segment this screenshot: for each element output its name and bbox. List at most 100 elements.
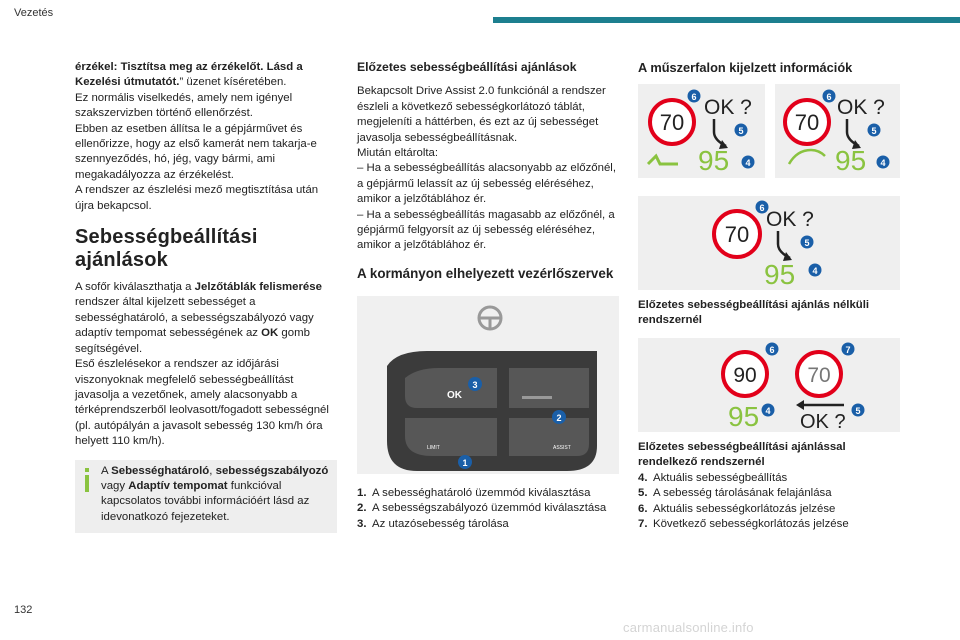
svg-text:2: 2: [556, 413, 561, 423]
bold-term: Adaptív tempomat: [128, 479, 228, 492]
arrow-icon: [712, 119, 727, 148]
limit-button-label: LIMIT: [427, 445, 440, 451]
callout-badge: 6: [765, 342, 779, 356]
list-item: 7.Következő sebességkorlátozás jelzése: [638, 518, 849, 531]
list-item: 1.A sebességhatároló üzemmód kiválasztás…: [357, 486, 591, 499]
current-limit-sign: [721, 350, 769, 398]
text-span: rendszer által kijelzett sebességet a se…: [75, 296, 314, 340]
assist-button-label: ASSIST: [553, 445, 571, 451]
text-span: funkcióval kapcsolatos további informáci…: [101, 479, 310, 523]
svg-text:70: 70: [725, 222, 749, 247]
callout-badge: 5: [851, 403, 865, 417]
svg-text:6: 6: [691, 92, 696, 102]
svg-text:OK ?: OK ?: [837, 96, 885, 119]
paragraph: Ebben az esetben állítsa le a gépjárműve…: [75, 122, 317, 181]
text-span: ,: [209, 464, 216, 477]
paragraph: A sofőr kiválaszthatja a Jelzőtáblák fel…: [75, 280, 337, 357]
ok-prompt: OK ?: [704, 96, 752, 119]
callout-badge: 4: [876, 155, 890, 169]
svg-text:5: 5: [871, 126, 876, 136]
subsection-heading: A kormányon elhelyezett vezérlőszervek: [357, 265, 614, 281]
paragraph: Miután eltárolta:: [357, 147, 439, 160]
section-title: Vezetés: [14, 7, 54, 19]
steering-controls-illustration: OK LIMIT ASSIST 3 1 2: [357, 295, 619, 474]
paragraph: Ez normális viselkedés, amely nem igénye…: [75, 91, 293, 120]
svg-text:4: 4: [880, 158, 885, 168]
svg-text:95: 95: [728, 401, 759, 432]
svg-text:90: 90: [733, 364, 756, 387]
caption-and-legend: Előzetes sebességbeállítási ajánlással r…: [638, 440, 900, 532]
svg-text:5: 5: [855, 406, 860, 416]
svg-text:7: 7: [845, 345, 850, 355]
subsection-heading: A műszerfalon kijelzett információk: [638, 60, 853, 75]
header-accent-bar: [493, 17, 960, 23]
callout-badge: 4: [741, 155, 755, 169]
svg-text:4: 4: [745, 158, 750, 168]
callout-badge: 5: [867, 123, 881, 137]
callout-badge: 4: [808, 263, 822, 277]
page-number: 132: [14, 604, 33, 616]
text-span: gomb segítségével.: [75, 327, 310, 355]
svg-text:6: 6: [826, 92, 831, 102]
paragraph: Eső észlelésekor a rendszer az időjárási…: [75, 358, 329, 448]
speed-limit-value: 70: [660, 110, 684, 135]
svg-text:OK ?: OK ?: [766, 208, 814, 231]
list-item: 4.Aktuális sebességbeállítás: [638, 471, 788, 484]
column-2: Előzetes sebességbeállítási ajánlások Be…: [357, 60, 619, 532]
text-span: A: [101, 464, 112, 477]
speed-limit-sign: [648, 98, 696, 146]
svg-text:1: 1: [462, 458, 467, 468]
speedometer-icon: [787, 148, 826, 165]
svg-text:6: 6: [759, 203, 764, 213]
callout-badge: 3: [468, 376, 482, 391]
intro-bold-text: érzékel: Tisztítsa meg az érzékelőt. Lás…: [75, 61, 303, 89]
intro-rest-text: ” üzenet kíséretében.: [179, 76, 287, 89]
watermark: carmanualsonline.info: [623, 620, 754, 635]
bold-term: sebességszabályozó: [215, 464, 329, 477]
text-span: vagy: [101, 479, 129, 492]
section-heading: Sebességbeállítási ajánlások: [75, 226, 258, 272]
list-item: 5.A sebesség tárolásának felajánlása: [638, 487, 832, 500]
paragraph: A rendszer az észlelési mező megtisztítá…: [75, 184, 319, 212]
list-item: 3.Az utazósebesség tárolása: [357, 517, 509, 530]
svg-text:4: 4: [812, 266, 817, 276]
control-pod: [387, 350, 597, 471]
display-panel-1: 70 OK ? 95 6 5 4: [638, 84, 765, 178]
display-panel-4: 90 70 95 OK ? 6 7 4 5: [638, 338, 900, 433]
callout-badge: 7: [841, 342, 855, 356]
svg-text:OK ?: OK ?: [800, 411, 846, 432]
svg-text:70: 70: [795, 110, 819, 135]
info-icon: [82, 467, 93, 498]
svg-text:5: 5: [738, 126, 743, 136]
text-span: A sofőr kiválaszthatja a: [75, 281, 195, 294]
speed-limit-sign: [783, 98, 831, 146]
callout-badge: 6: [755, 200, 769, 214]
steering-controls-svg: OK LIMIT ASSIST 3 1 2: [387, 305, 597, 471]
dash-item: – Ha a sebességbeállítás magasabb az elő…: [357, 208, 615, 252]
speed-setting-value: 95: [698, 145, 729, 176]
svg-text:95: 95: [835, 145, 866, 176]
ok-button-label: OK: [447, 390, 463, 401]
svg-text:4: 4: [765, 406, 770, 416]
callout-badge: 1: [458, 454, 472, 469]
callout-badge: 6: [687, 89, 701, 103]
paragraph: Bekapcsolt Drive Assist 2.0 funkciónál a…: [357, 85, 606, 144]
callout-badge: 2: [552, 409, 566, 424]
dash-item: – Ha a sebességbeállítás alacsonyabb az …: [357, 162, 616, 206]
svg-text:3: 3: [472, 380, 477, 390]
info-box: A Sebességhatároló, sebességszabályozó v…: [75, 459, 337, 534]
callout-badge: 6: [822, 89, 836, 103]
subsection-heading: Előzetes sebességbeállítási ajánlások: [357, 60, 577, 74]
display-panel-3: 70 OK ? 95 6 5 4: [638, 196, 900, 290]
callout-badge: 5: [734, 123, 748, 137]
list-item: 6.Aktuális sebességkorlátozás jelzése: [638, 502, 836, 515]
list-item: 2.A sebességszabályozó üzemmód kiválaszt…: [357, 502, 607, 515]
bold-term: Jelzőtáblák felismerése: [194, 281, 322, 294]
svg-text:6: 6: [769, 345, 774, 355]
intro-paragraph: érzékel: Tisztítsa meg az érzékelőt. Lás…: [75, 60, 337, 91]
svg-text:5: 5: [804, 238, 809, 248]
svg-text:70: 70: [807, 364, 830, 387]
callout-badge: 4: [761, 403, 775, 417]
display-panel-2: 70 OK ? 95 6 5 4: [775, 84, 900, 178]
bold-term: OK: [261, 327, 279, 340]
